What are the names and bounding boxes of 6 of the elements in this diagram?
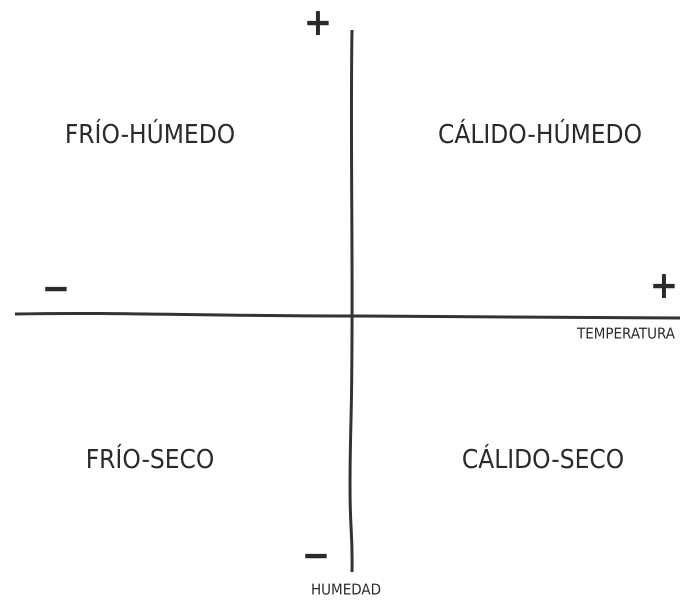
minus-sign: − — [42, 269, 70, 307]
plus-sign: + — [304, 3, 332, 41]
minus-sign: − — [302, 536, 330, 574]
plus-sign: + — [650, 266, 678, 304]
axis-label: HUMEDAD — [311, 582, 381, 598]
axis-label: TEMPERATURA — [576, 326, 676, 342]
